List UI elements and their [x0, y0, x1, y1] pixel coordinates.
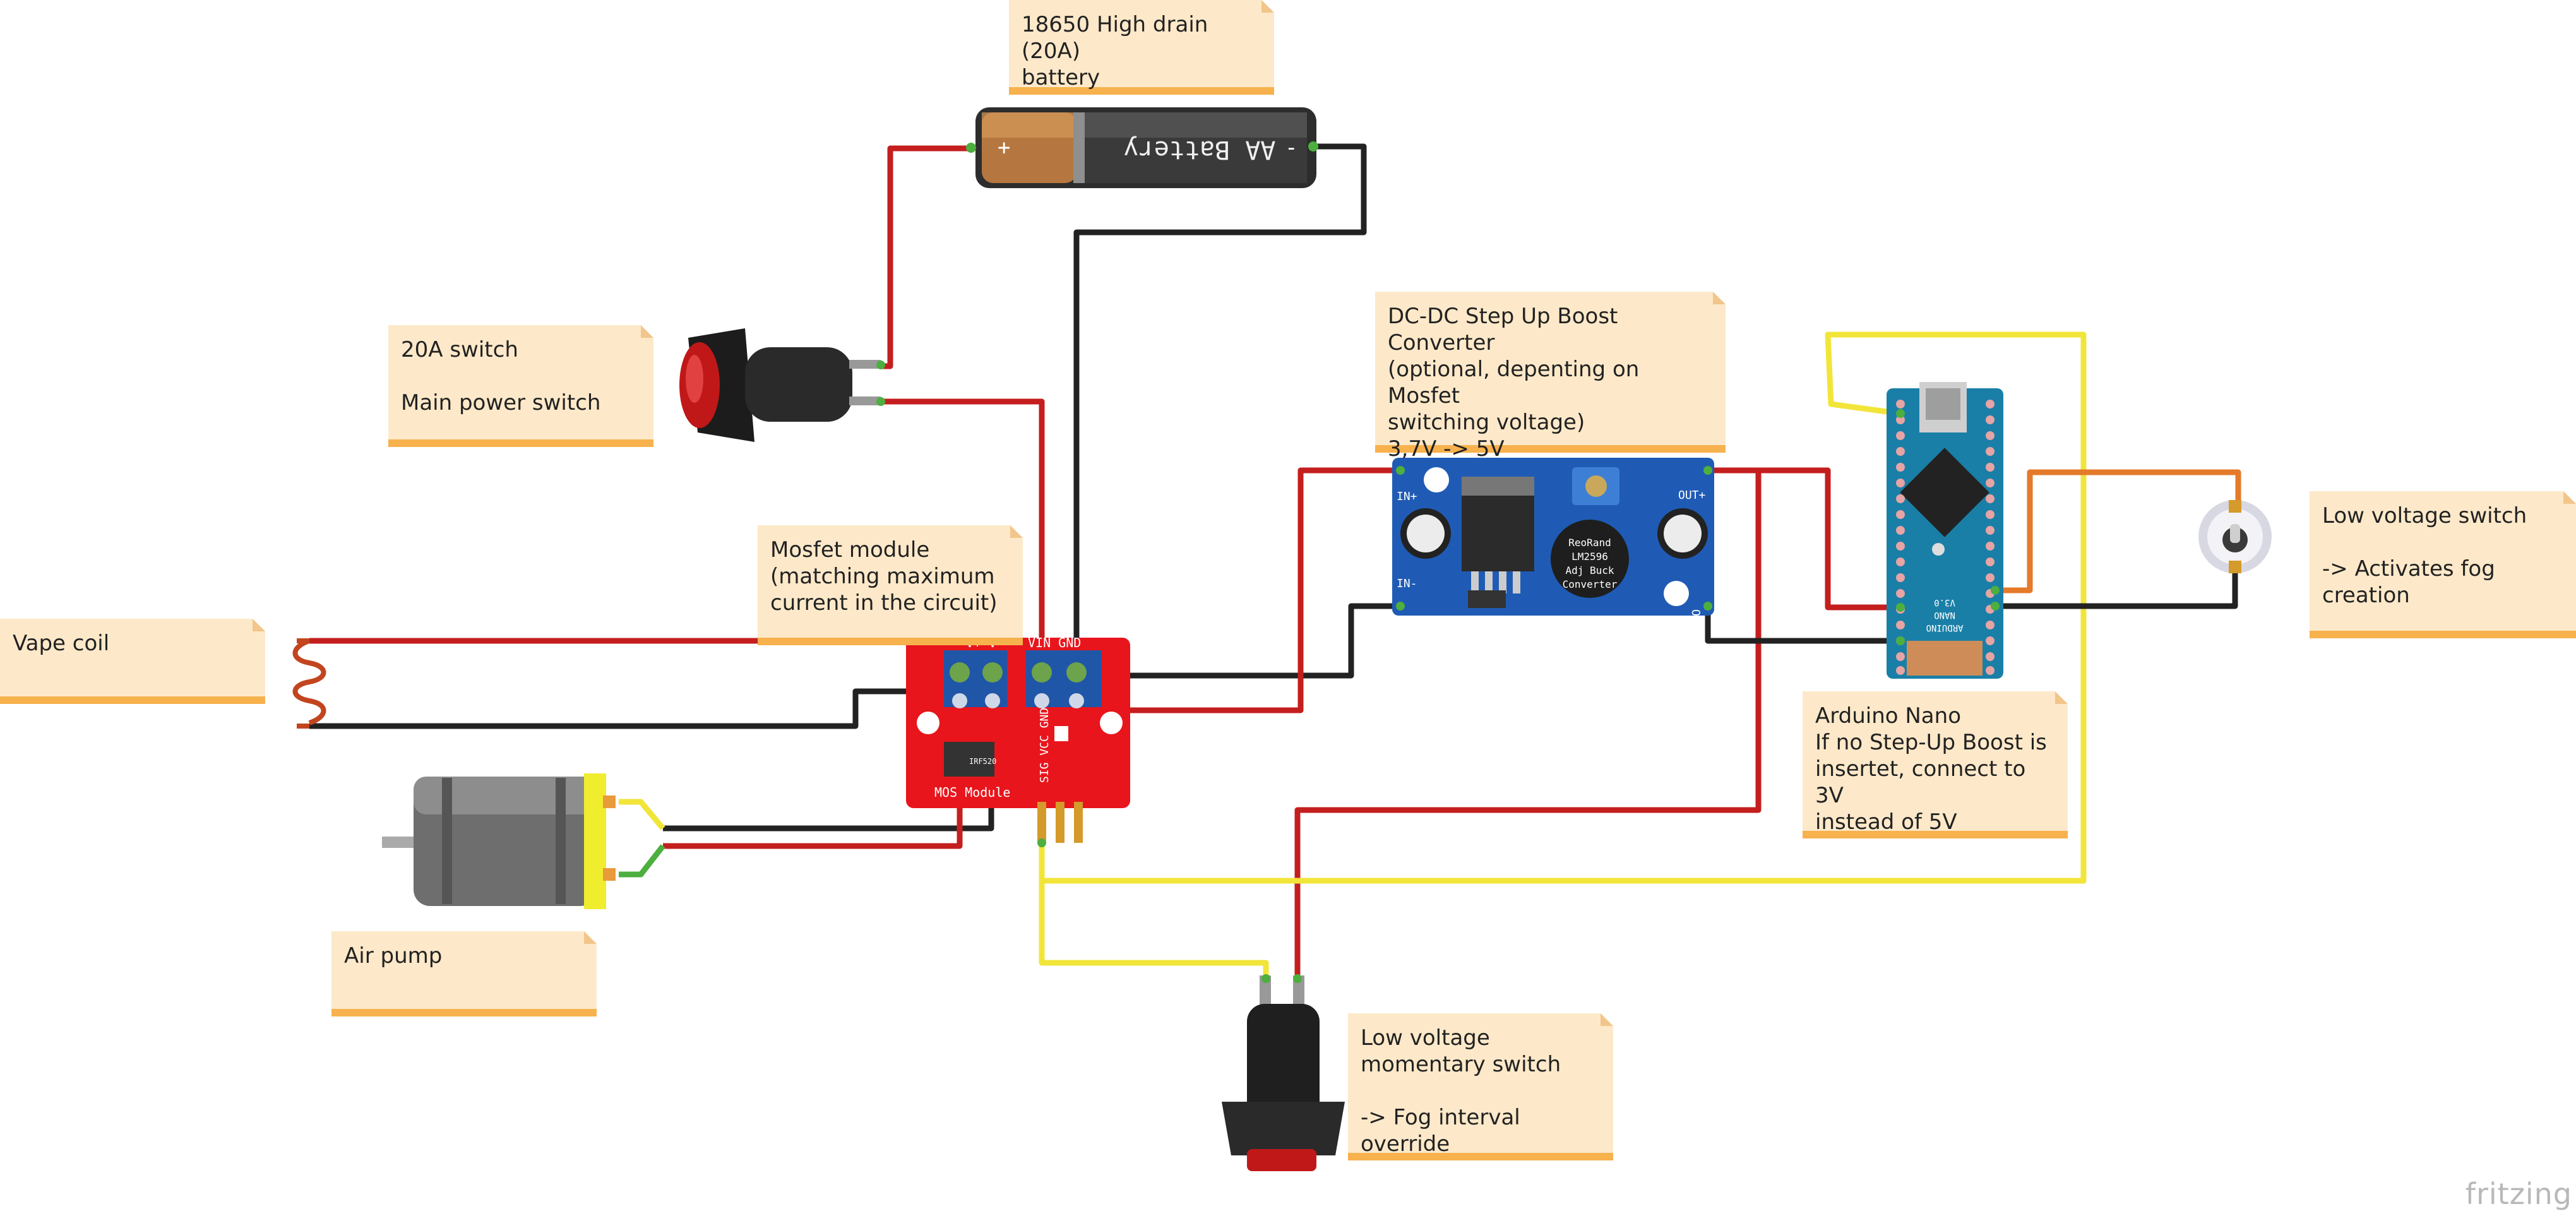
battery-minus-label: -: [1285, 135, 1297, 160]
note-arduino-nano: Arduino Nano If no Step-Up Boost is inse…: [1803, 691, 2068, 838]
wire-boost-out-negative[interactable]: [1705, 606, 1900, 644]
battery-plus-label: +: [998, 135, 1010, 160]
mosfet-input-pins: VIN GND: [1028, 635, 1081, 650]
fritzing-watermark: fritzing: [2465, 1177, 2572, 1211]
note-main-power-switch: 20A switch Main power switch: [388, 325, 653, 447]
vape-coil[interactable]: [292, 638, 326, 729]
main-power-switch[interactable]: [679, 328, 885, 442]
arduino-right-pins: [1986, 400, 1995, 675]
wire-switch-to-mosfet[interactable]: [883, 398, 1045, 669]
wire-boost-out-positive[interactable]: [1708, 467, 1900, 611]
wire-pump-green[interactable]: [619, 844, 665, 878]
momentary-switch[interactable]: [1222, 974, 1345, 1171]
wire-vin-to-boost[interactable]: [1045, 467, 1400, 713]
wire-arduino-orange[interactable]: [1998, 469, 2241, 593]
boost-in-minus: IN-: [1397, 577, 1417, 590]
note-boost-converter: DC-DC Step Up Boost Converter (optional,…: [1375, 292, 1726, 462]
battery-label: AA Battery: [1124, 135, 1276, 164]
arduino-label-1: ARDUINO: [1926, 623, 1963, 633]
mosfet-chip-label: IRF520: [969, 757, 996, 766]
boost-coil-line2: LM2596: [1571, 551, 1608, 563]
arduino-left-pins: [1896, 400, 1905, 675]
note-low-voltage-switch: Low voltage switch -> Activates fog crea…: [2310, 491, 2576, 638]
arduino-label-3: V3.0: [1934, 597, 1955, 607]
wire-arduino-black-switch[interactable]: [1998, 559, 2238, 609]
note-vape-coil: Vape coil: [0, 619, 265, 704]
wire-battery-negative[interactable]: [1073, 143, 1367, 669]
boost-out-minus: OUT-: [1689, 609, 1702, 636]
wire-coil-negative[interactable]: [309, 669, 998, 729]
boost-coil-line1: ReoRand: [1568, 537, 1611, 549]
battery[interactable]: AA Battery + -: [966, 107, 1318, 188]
note-air-pump: Air pump: [331, 931, 597, 1016]
wire-ground-to-boost[interactable]: [1076, 603, 1400, 679]
note-battery: 18650 High drain (20A) battery: [1009, 0, 1274, 95]
note-momentary-switch: Low voltage momentary switch -> Fog inte…: [1348, 1013, 1613, 1160]
wire-battery-positive[interactable]: [881, 145, 972, 369]
boost-converter[interactable]: ReoRand LM2596 Adj Buck Converter IN+ IN…: [1392, 458, 1714, 636]
mosfet-module[interactable]: V+ V- VIN GND IRF520 MOS Module SIG VCC …: [906, 635, 1130, 847]
boost-coil-line4: Converter: [1563, 578, 1618, 590]
air-pump[interactable]: [382, 773, 616, 909]
arduino-label-2: NANO: [1934, 610, 1955, 620]
low-voltage-toggle-switch[interactable]: [2198, 500, 2272, 573]
mosfet-footer-label: MOS Module: [934, 785, 1010, 800]
boost-coil-line3: Adj Buck: [1565, 564, 1614, 576]
boost-out-plus: OUT+: [1678, 489, 1706, 502]
arduino-nano[interactable]: ARDUINO NANO V3.0: [1887, 382, 2003, 679]
wire-arduino-yellow-top[interactable]: [1042, 331, 2087, 884]
boost-in-plus: IN+: [1397, 490, 1417, 503]
wire-pump-yellow[interactable]: [619, 799, 665, 830]
note-mosfet-module: Mosfet module (matching maximum current …: [758, 525, 1023, 645]
mosfet-signal-pins: SIG VCC GND: [1038, 708, 1051, 783]
wire-signal-to-momentary[interactable]: [1039, 843, 1269, 979]
wires: [309, 143, 2241, 979]
